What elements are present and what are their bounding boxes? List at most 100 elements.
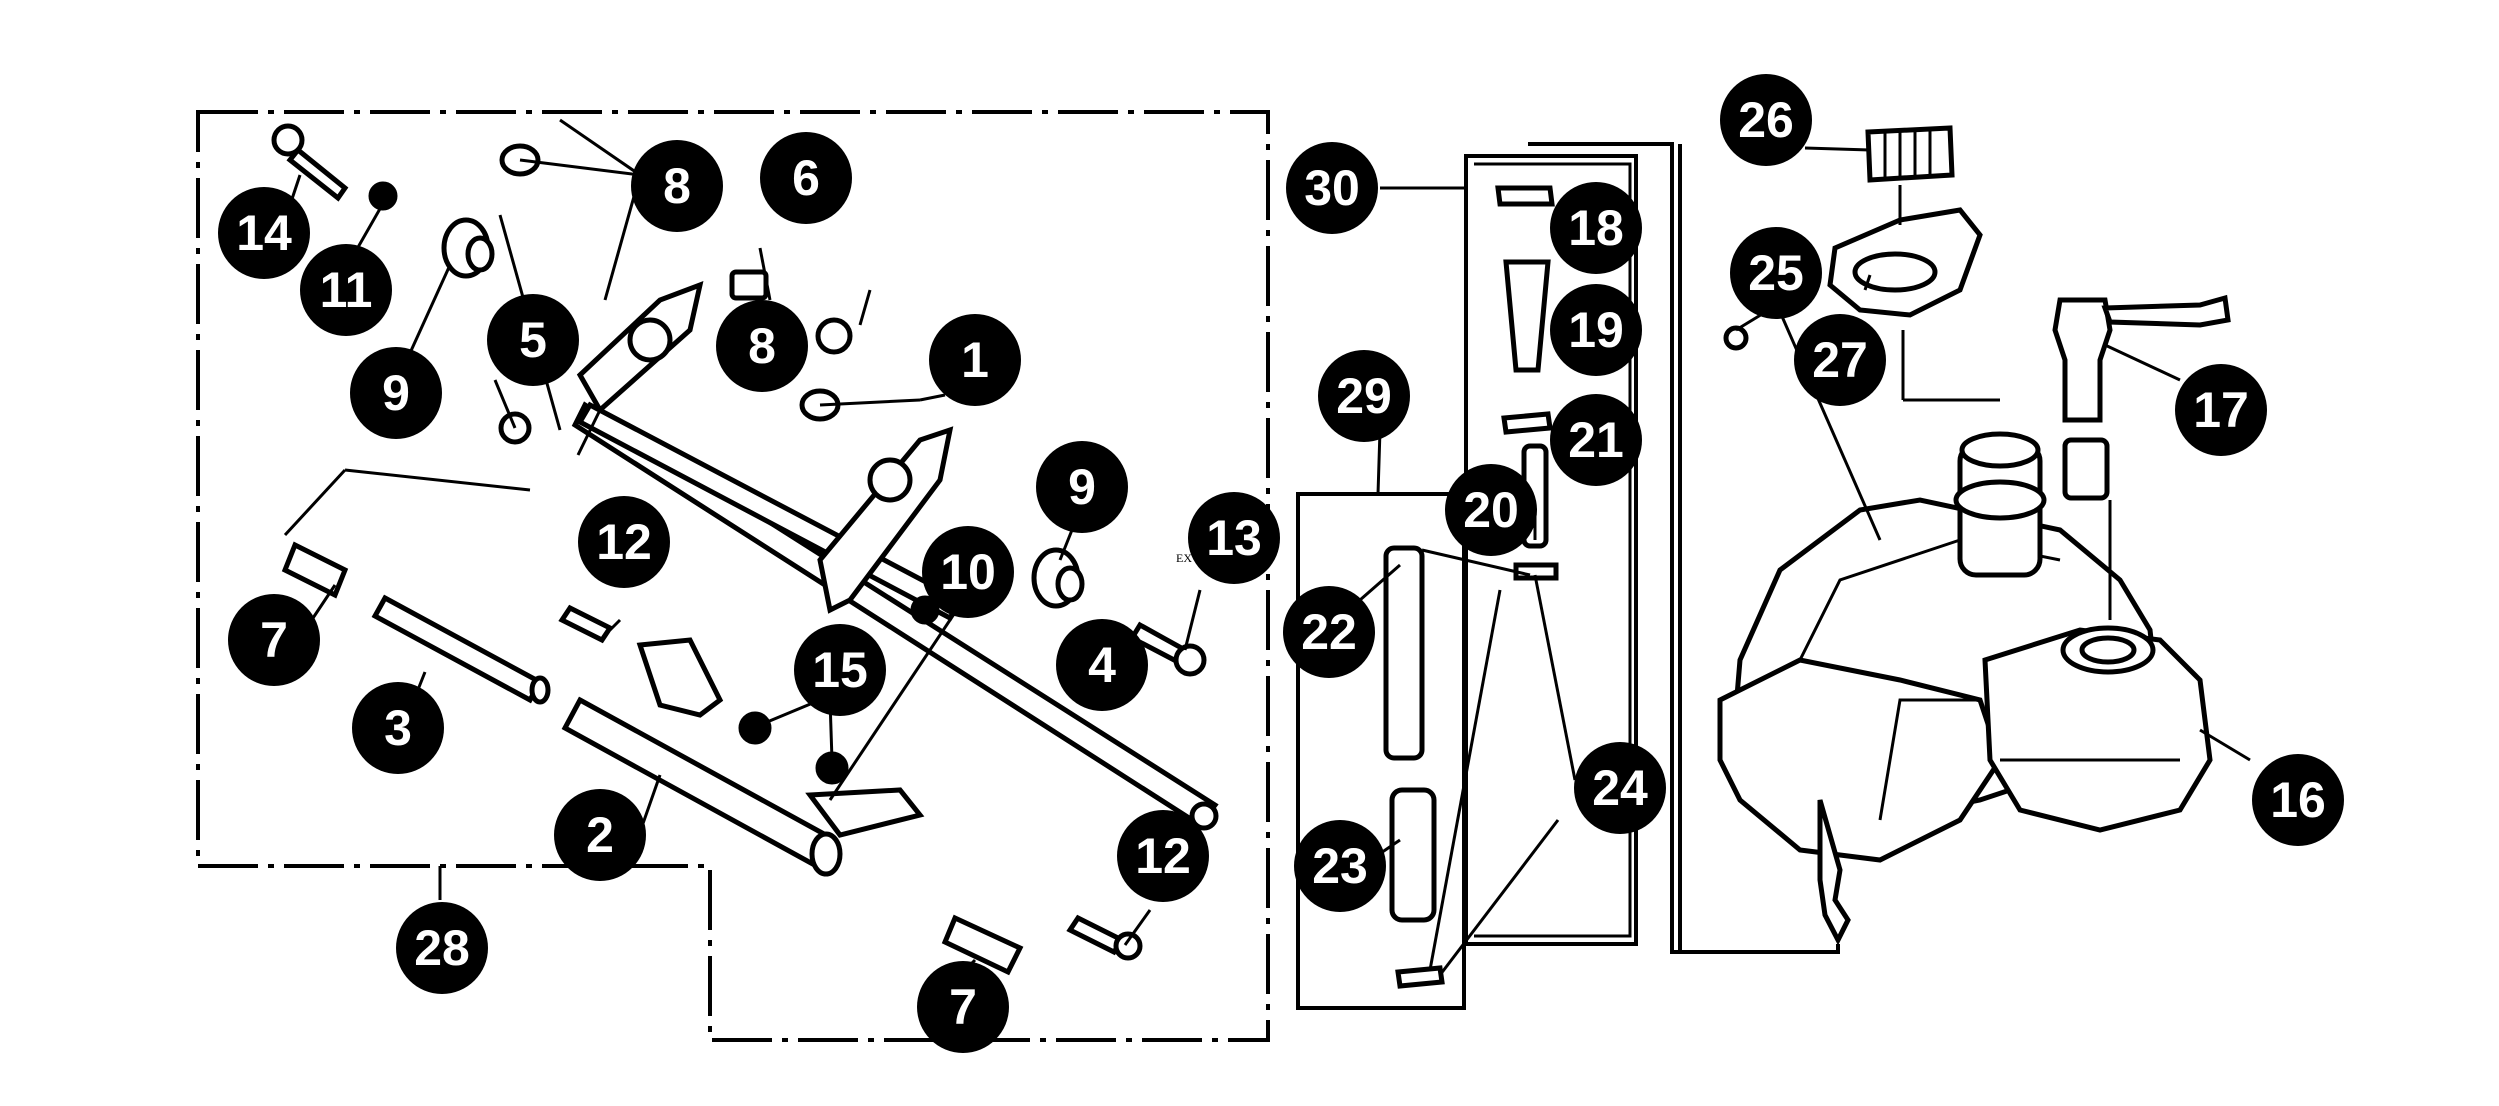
callout-11: 11 bbox=[300, 244, 392, 336]
clip-24 bbox=[1395, 965, 1445, 989]
svg-text:3: 3 bbox=[384, 700, 412, 756]
callout-27: 27 bbox=[1794, 314, 1886, 406]
svg-text:19: 19 bbox=[1568, 302, 1624, 358]
callout-29: 29 bbox=[1318, 350, 1410, 442]
bolt-12-upper bbox=[558, 604, 614, 644]
svg-text:4: 4 bbox=[1088, 637, 1116, 693]
bushing-9-lower bbox=[1031, 547, 1085, 609]
left-leaders bbox=[283, 118, 1202, 967]
clamp-bracket-upper bbox=[636, 637, 724, 718]
svg-text:21: 21 bbox=[1568, 412, 1624, 468]
svg-text:2: 2 bbox=[586, 807, 614, 863]
nut-12-end bbox=[1189, 801, 1219, 831]
callout-15: 15 bbox=[794, 624, 886, 716]
fuel-tank-16 bbox=[1717, 497, 2213, 946]
callout-16: 16 bbox=[2252, 754, 2344, 846]
nut-8-right bbox=[815, 317, 853, 355]
svg-text:13: 13 bbox=[1206, 510, 1262, 566]
group-30-inner-outline bbox=[1474, 162, 1632, 938]
callout-8b: 8 bbox=[716, 300, 808, 392]
bolt-14 bbox=[271, 123, 349, 202]
tank-leaders bbox=[1735, 146, 2251, 762]
group-29-outline bbox=[1296, 492, 1466, 1010]
end-fitting-7-upper bbox=[281, 541, 349, 599]
pipe-23 bbox=[1389, 787, 1437, 923]
svg-text:15: 15 bbox=[812, 642, 868, 698]
screw-25 bbox=[1723, 325, 1749, 351]
arm-1 bbox=[817, 426, 954, 614]
callout-12a: 12 bbox=[578, 496, 670, 588]
svg-text:28: 28 bbox=[414, 920, 470, 976]
svg-text:25: 25 bbox=[1748, 245, 1804, 301]
callout-7b: 7 bbox=[917, 961, 1009, 1053]
tank-opening bbox=[2060, 625, 2156, 675]
svg-text:24: 24 bbox=[1592, 760, 1648, 816]
svg-text:16: 16 bbox=[2270, 772, 2326, 828]
petcock-17 bbox=[2052, 294, 2231, 501]
callout-10: 10 bbox=[922, 526, 1014, 618]
callout-5: 5 bbox=[487, 294, 579, 386]
callout-20: 20 bbox=[1445, 464, 1537, 556]
svg-text:9: 9 bbox=[382, 365, 410, 421]
callout-3: 3 bbox=[352, 682, 444, 774]
nut-12-lower bbox=[1113, 931, 1143, 961]
tube-2 bbox=[561, 696, 843, 877]
callout-30: 30 bbox=[1286, 142, 1378, 234]
clamp-bracket-lower bbox=[805, 787, 925, 838]
callout-21: 21 bbox=[1550, 394, 1642, 486]
callout-9a: 9 bbox=[350, 347, 442, 439]
svg-text:30: 30 bbox=[1304, 160, 1360, 216]
callout-6: 6 bbox=[760, 132, 852, 224]
block-6 bbox=[729, 269, 769, 301]
callout-28: 28 bbox=[396, 902, 488, 994]
neck-fitting bbox=[1953, 431, 2047, 578]
svg-text:8: 8 bbox=[748, 318, 776, 374]
clip-18 bbox=[1495, 185, 1555, 207]
svg-text:29: 29 bbox=[1336, 368, 1392, 424]
callout-9b: 9 bbox=[1036, 441, 1128, 533]
svg-text:14: 14 bbox=[236, 205, 292, 261]
svg-text:26: 26 bbox=[1738, 92, 1794, 148]
group-28-outline bbox=[196, 110, 1270, 1042]
bolt-12-lower bbox=[1066, 914, 1126, 956]
end-fitting-7-lower bbox=[941, 914, 1024, 976]
svg-text:10: 10 bbox=[940, 544, 996, 600]
svg-text:17: 17 bbox=[2193, 382, 2249, 438]
svg-text:22: 22 bbox=[1301, 604, 1357, 660]
svg-text:9: 9 bbox=[1068, 459, 1096, 515]
callout-8a: 8 bbox=[631, 140, 723, 232]
callout-7a: 7 bbox=[228, 594, 320, 686]
callout-13: 13 bbox=[1188, 492, 1280, 584]
callout-12b: 12 bbox=[1117, 810, 1209, 902]
svg-text:23: 23 bbox=[1312, 838, 1368, 894]
cap-26 bbox=[1865, 125, 1955, 183]
svg-text:7: 7 bbox=[260, 612, 288, 668]
callout-25: 25 bbox=[1730, 227, 1822, 319]
callout-4: 4 bbox=[1056, 619, 1148, 711]
clip-21 bbox=[1501, 411, 1553, 435]
svg-text:1: 1 bbox=[961, 332, 989, 388]
svg-text:27: 27 bbox=[1812, 332, 1868, 388]
tank-group-outline bbox=[1528, 142, 1840, 954]
svg-text:5: 5 bbox=[519, 312, 547, 368]
svg-text:6: 6 bbox=[792, 150, 820, 206]
rod-3 bbox=[371, 594, 551, 705]
callout-22: 22 bbox=[1283, 586, 1375, 678]
nut-13 bbox=[1173, 643, 1207, 677]
arm-5 bbox=[576, 281, 704, 414]
svg-text:12: 12 bbox=[1135, 828, 1191, 884]
callout-14: 14 bbox=[218, 187, 310, 279]
callout-18: 18 bbox=[1550, 182, 1642, 274]
callout-2: 2 bbox=[554, 789, 646, 881]
gasket-27 bbox=[1827, 207, 1983, 318]
group-30-outline bbox=[1464, 154, 1638, 946]
svg-text:8: 8 bbox=[663, 158, 691, 214]
callout-17: 17 bbox=[2175, 364, 2267, 456]
middle-leaders bbox=[1359, 186, 1577, 976]
bushing-9-upper bbox=[441, 217, 495, 279]
callout-24: 24 bbox=[1574, 742, 1666, 834]
callout-23: 23 bbox=[1294, 820, 1386, 912]
svg-text:7: 7 bbox=[949, 979, 977, 1035]
callout-19: 19 bbox=[1550, 284, 1642, 376]
